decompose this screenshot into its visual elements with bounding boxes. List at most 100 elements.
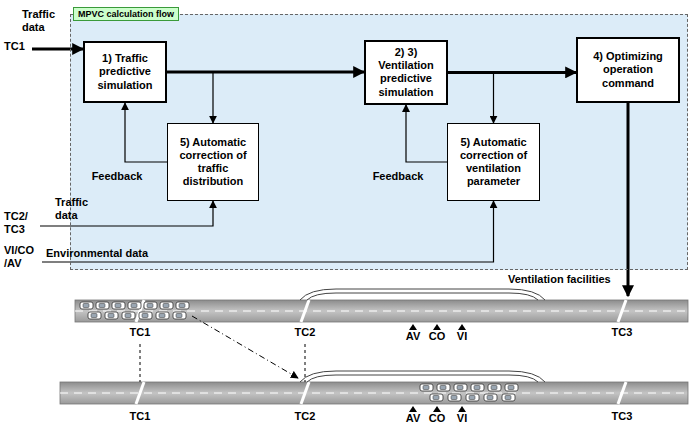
car-body	[139, 312, 152, 319]
sensor-name: AV	[406, 412, 420, 425]
correction-box: 5) Automatic correction of traffic distr…	[167, 123, 259, 201]
car	[128, 302, 141, 309]
car-body	[88, 312, 101, 319]
feedback-arrow	[448, 72, 494, 123]
car	[176, 302, 189, 309]
command-box: 4) Optimizing operation command	[576, 37, 680, 103]
car-body	[430, 394, 443, 401]
road-upper	[75, 289, 688, 330]
car	[112, 302, 125, 309]
region-heading: MPVC calculation flow	[73, 7, 179, 21]
car	[466, 394, 479, 401]
car-body	[437, 384, 450, 391]
sensor-name: VI/CO /AV	[4, 244, 40, 270]
road	[75, 300, 688, 322]
car-window	[125, 314, 131, 318]
traffic-input-arrow	[32, 48, 83, 51]
traffic-input-arrow	[40, 201, 213, 226]
car-body	[112, 302, 125, 309]
input-label: Traffic data	[55, 196, 105, 222]
car-window	[159, 314, 165, 318]
car	[156, 312, 169, 319]
lane-line	[75, 311, 688, 312]
car	[502, 394, 515, 401]
car	[173, 312, 186, 319]
car-window	[179, 304, 185, 308]
counter-name: TC2/ TC3	[4, 210, 36, 236]
sensor-mark	[433, 406, 441, 412]
box-text: 5) Automatic correction of ventilation p…	[451, 136, 536, 189]
car	[430, 394, 443, 401]
lane-line	[60, 393, 688, 394]
tunnel-arch	[300, 371, 545, 382]
sensor-mark	[433, 324, 441, 330]
region-fill	[70, 14, 688, 270]
output-label: Ventilation facilities	[508, 273, 611, 286]
road	[60, 382, 688, 404]
sensor-mark	[458, 406, 466, 412]
counter-name: TC1	[4, 40, 25, 53]
car-window	[440, 386, 446, 390]
car-window	[142, 314, 148, 318]
tunnel-arch	[307, 293, 538, 300]
car	[144, 302, 157, 309]
tunnel-arch	[307, 375, 538, 382]
car-window	[491, 386, 497, 390]
car	[420, 384, 433, 391]
sensor-name: CO	[429, 330, 446, 343]
box-text: 5) Automatic correction of traffic distr…	[171, 136, 255, 189]
car-window	[508, 386, 514, 390]
car-window	[99, 304, 105, 308]
car-body	[173, 312, 186, 319]
car-body	[420, 384, 433, 391]
car-window	[451, 396, 457, 400]
flow-region: MPVC calculation flow1) Traffic predicti…	[70, 14, 688, 270]
car-body	[96, 302, 109, 309]
counter-name: TC1	[130, 326, 151, 339]
process-box: 2) 3) Ventilation predictive simulation	[364, 40, 448, 105]
edge-label: Feedback	[373, 170, 424, 183]
car	[160, 302, 173, 309]
car-window	[474, 386, 480, 390]
car-body	[466, 394, 479, 401]
counter-line	[618, 300, 626, 322]
counter-name: TC2	[295, 326, 316, 339]
car-window	[433, 396, 439, 400]
car-body	[471, 384, 484, 391]
road-lower	[60, 371, 688, 412]
car-window	[457, 386, 463, 390]
car-window	[83, 304, 89, 308]
car-body	[502, 394, 515, 401]
box-text: 4) Optimizing operation command	[581, 50, 675, 90]
car	[96, 302, 109, 309]
car-window	[131, 304, 137, 308]
car	[88, 312, 101, 319]
car-window	[147, 304, 153, 308]
car	[105, 312, 118, 319]
car	[505, 384, 518, 391]
car-body	[484, 394, 497, 401]
input-label: Environmental data	[46, 247, 148, 260]
car-body	[448, 394, 461, 401]
car	[471, 384, 484, 391]
car-window	[91, 314, 97, 318]
counter-name: TC3	[612, 410, 633, 423]
process-box: 1) Traffic predictive simulation	[83, 41, 167, 103]
car-body	[105, 312, 118, 319]
correction-box: 5) Automatic correction of ventilation p…	[447, 123, 540, 201]
sensor-mark	[409, 406, 417, 412]
tunnel-arch	[300, 289, 545, 300]
guide-line	[305, 344, 306, 382]
car-window	[163, 304, 169, 308]
car	[122, 312, 135, 319]
car-window	[505, 396, 511, 400]
guide-line	[140, 344, 141, 382]
car-window	[176, 314, 182, 318]
feedback-arrow	[406, 105, 447, 162]
car	[437, 384, 450, 391]
sensor-name: CO	[429, 412, 446, 425]
car-window	[108, 314, 114, 318]
sensor-name: VI	[457, 330, 467, 343]
